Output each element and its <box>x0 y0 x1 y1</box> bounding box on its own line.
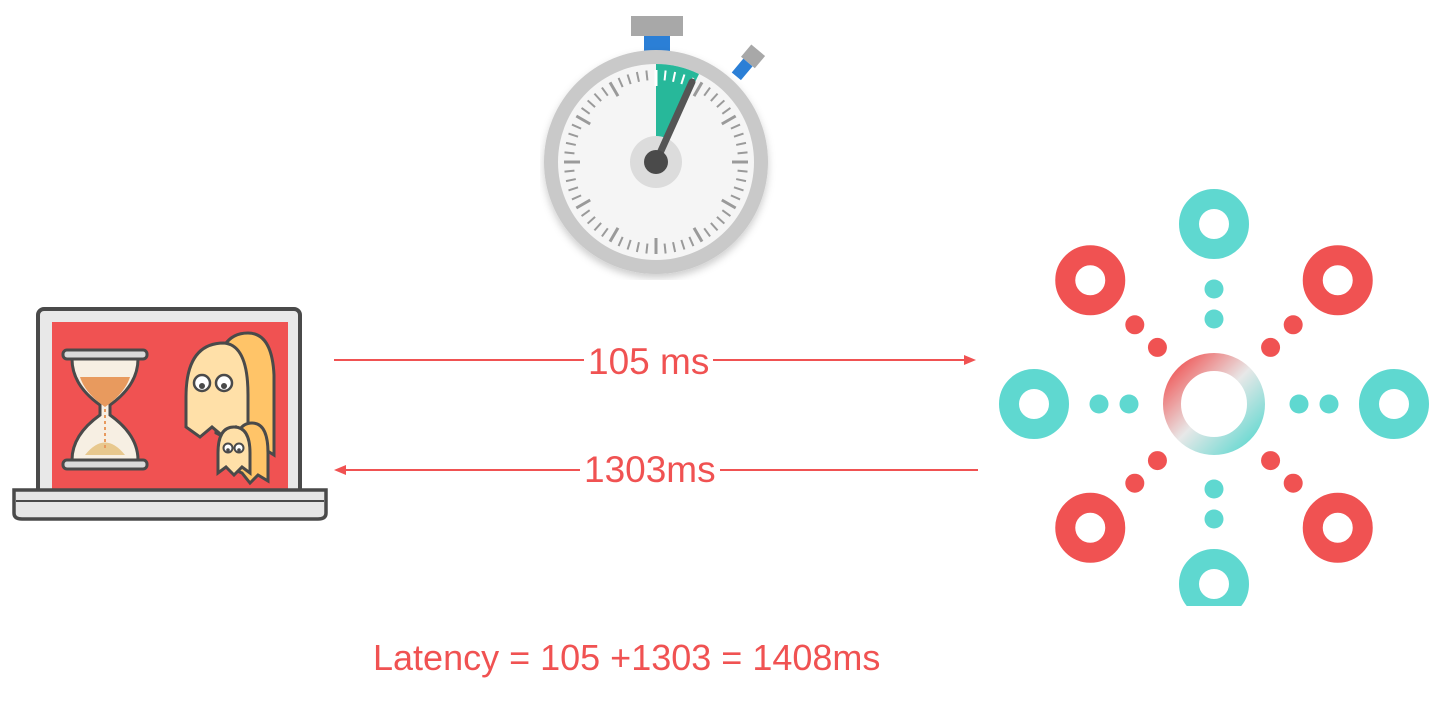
stopwatch-icon <box>544 16 768 274</box>
laptop-icon <box>12 307 328 521</box>
request-latency-label: 105 ms <box>584 342 714 382</box>
response-latency-label: 1303ms <box>580 450 720 490</box>
ghost-icon <box>184 331 276 486</box>
hourglass-icon <box>61 348 149 471</box>
latency-formula: Latency = 105 +1303 = 1408ms <box>373 637 881 678</box>
network-hub-icon <box>999 189 1429 606</box>
